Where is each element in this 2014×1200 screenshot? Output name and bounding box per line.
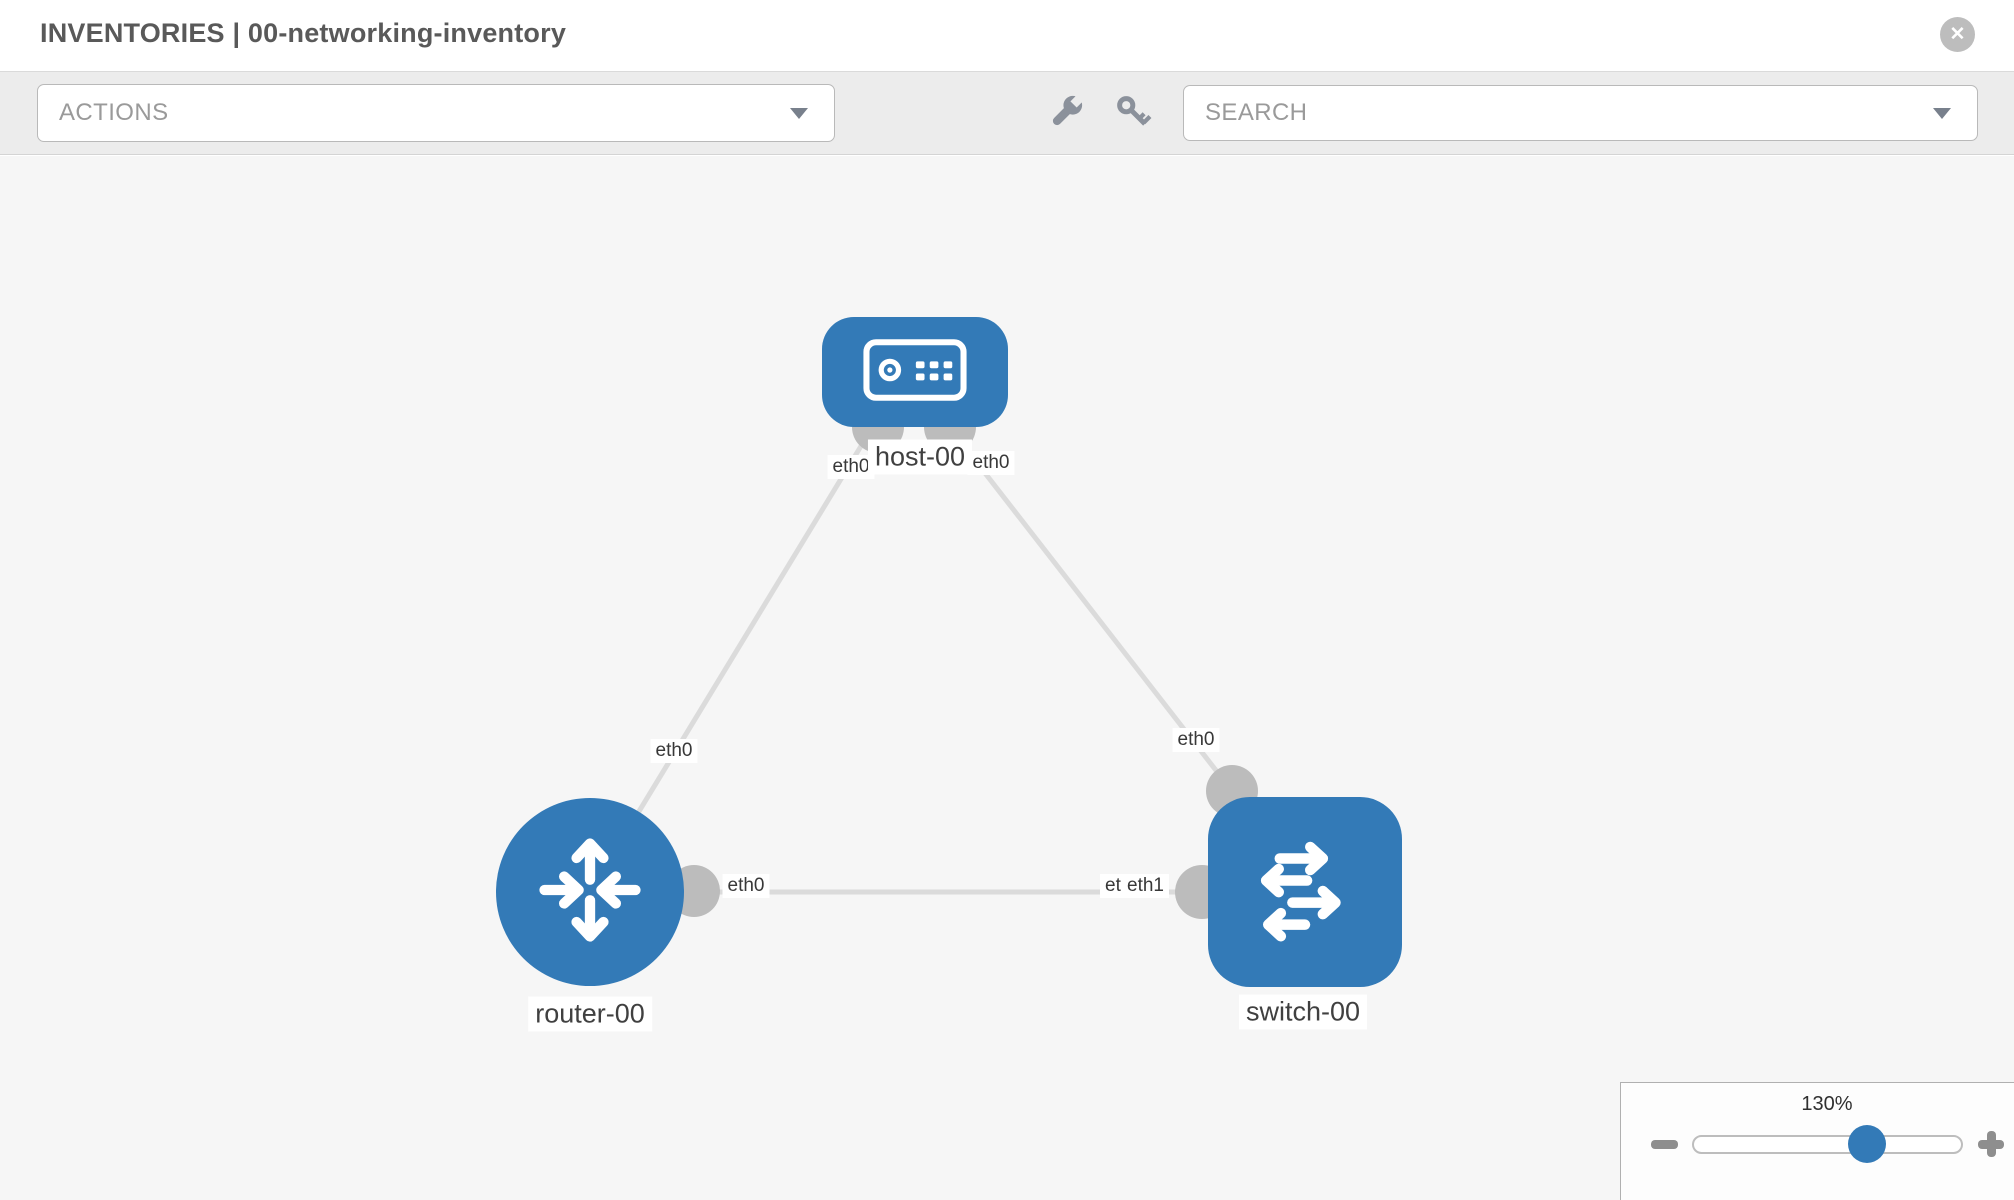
plus-icon[interactable] bbox=[1978, 1131, 2004, 1157]
switch-icon bbox=[1242, 827, 1368, 958]
search-dropdown-label: SEARCH bbox=[1205, 99, 1308, 126]
node-label-host-00: host-00 bbox=[867, 439, 973, 475]
node-label-router-00: router-00 bbox=[528, 996, 652, 1032]
actions-dropdown-label: ACTIONS bbox=[59, 99, 169, 126]
zoom-slider-track[interactable] bbox=[1692, 1135, 1963, 1154]
port-label-switch-host-mid: eth0 bbox=[1172, 728, 1220, 752]
node-host-00[interactable] bbox=[822, 317, 1008, 427]
key-icon[interactable] bbox=[1112, 91, 1156, 135]
node-label-switch-00: switch-00 bbox=[1238, 994, 1368, 1030]
port-label-router-host-mid: eth0 bbox=[650, 739, 698, 763]
router-icon bbox=[528, 828, 652, 957]
zoom-level-value: 130% bbox=[1801, 1093, 1853, 1115]
port-label-host-eth0-right: eth0 bbox=[967, 451, 1015, 475]
wrench-icon[interactable] bbox=[1043, 91, 1087, 135]
chevron-down-icon bbox=[790, 108, 808, 119]
node-router-00[interactable] bbox=[496, 798, 684, 986]
page-title: INVENTORIES | 00-networking-inventory bbox=[40, 18, 567, 48]
actions-dropdown[interactable]: ACTIONS bbox=[37, 84, 835, 142]
port-label-host-eth0-left: eth0 bbox=[827, 455, 875, 479]
toolbar: ACTIONS SEARCH bbox=[0, 72, 2014, 155]
port-label-switch-eth1-over: eth1 bbox=[1122, 874, 1169, 898]
minus-icon[interactable] bbox=[1651, 1140, 1678, 1149]
search-dropdown[interactable]: SEARCH bbox=[1183, 85, 1978, 141]
zoom-slider-thumb[interactable] bbox=[1848, 1125, 1886, 1163]
node-switch-00[interactable] bbox=[1208, 797, 1402, 987]
x-circle-icon[interactable]: ✕ bbox=[1940, 17, 1975, 52]
topology-canvas[interactable] bbox=[0, 156, 2014, 1200]
header: INVENTORIES | 00-networking-inventory ✕ bbox=[0, 0, 2014, 72]
port-label-router-switch-eth0: eth0 bbox=[722, 874, 770, 898]
host-icon bbox=[863, 338, 967, 407]
chevron-down-icon bbox=[1933, 108, 1951, 119]
zoom-panel: 130% bbox=[1620, 1082, 2014, 1200]
